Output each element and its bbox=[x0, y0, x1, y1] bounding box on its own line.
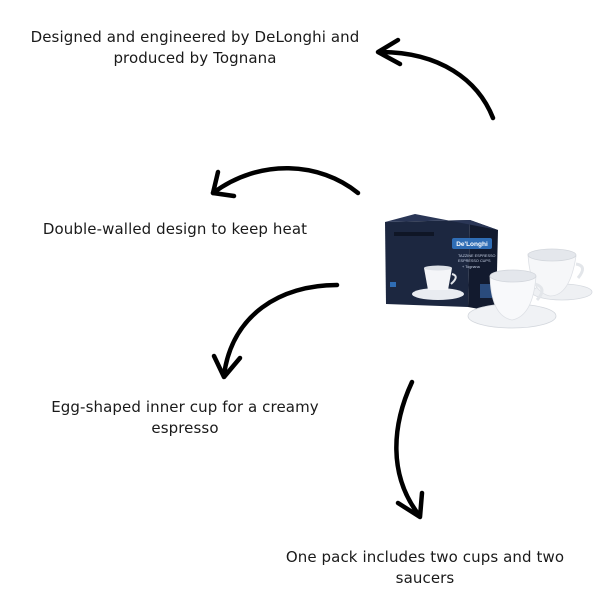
cup-and-saucer-front bbox=[467, 269, 557, 329]
box-text-line2: ESPRESSO CUPS bbox=[458, 259, 491, 263]
caption-egg-shaped-cup: Egg-shaped inner cup for a creamy espres… bbox=[51, 398, 319, 437]
cup-and-saucer-back bbox=[527, 248, 593, 301]
arrow-to-double-walled-icon bbox=[210, 166, 361, 199]
box-text-line3: + Tognana bbox=[462, 265, 481, 269]
caption-double-walled: Double-walled design to keep heat bbox=[42, 220, 308, 238]
arrow-to-designed-icon bbox=[375, 37, 496, 121]
caption-designed-by-delonghi: Designed and engineered by DeLonghi and … bbox=[30, 28, 360, 67]
delonghi-logo bbox=[452, 238, 492, 249]
arrow-to-egg-shaped-icon bbox=[211, 282, 340, 380]
caption-pack-contents: One pack includes two cups and two sauce… bbox=[285, 548, 565, 587]
box-text-line1: TAZZINE ESPRESSO bbox=[458, 254, 496, 258]
espresso-cups-product-image: De'Longhi TAZZINE ESPRESSO ESPRESSO CUPS… bbox=[385, 214, 593, 329]
arrow-to-pack-contents-icon bbox=[394, 379, 425, 520]
brand-logo-text: De'Longhi bbox=[456, 241, 488, 248]
product-box: De'Longhi TAZZINE ESPRESSO ESPRESSO CUPS… bbox=[385, 214, 498, 312]
